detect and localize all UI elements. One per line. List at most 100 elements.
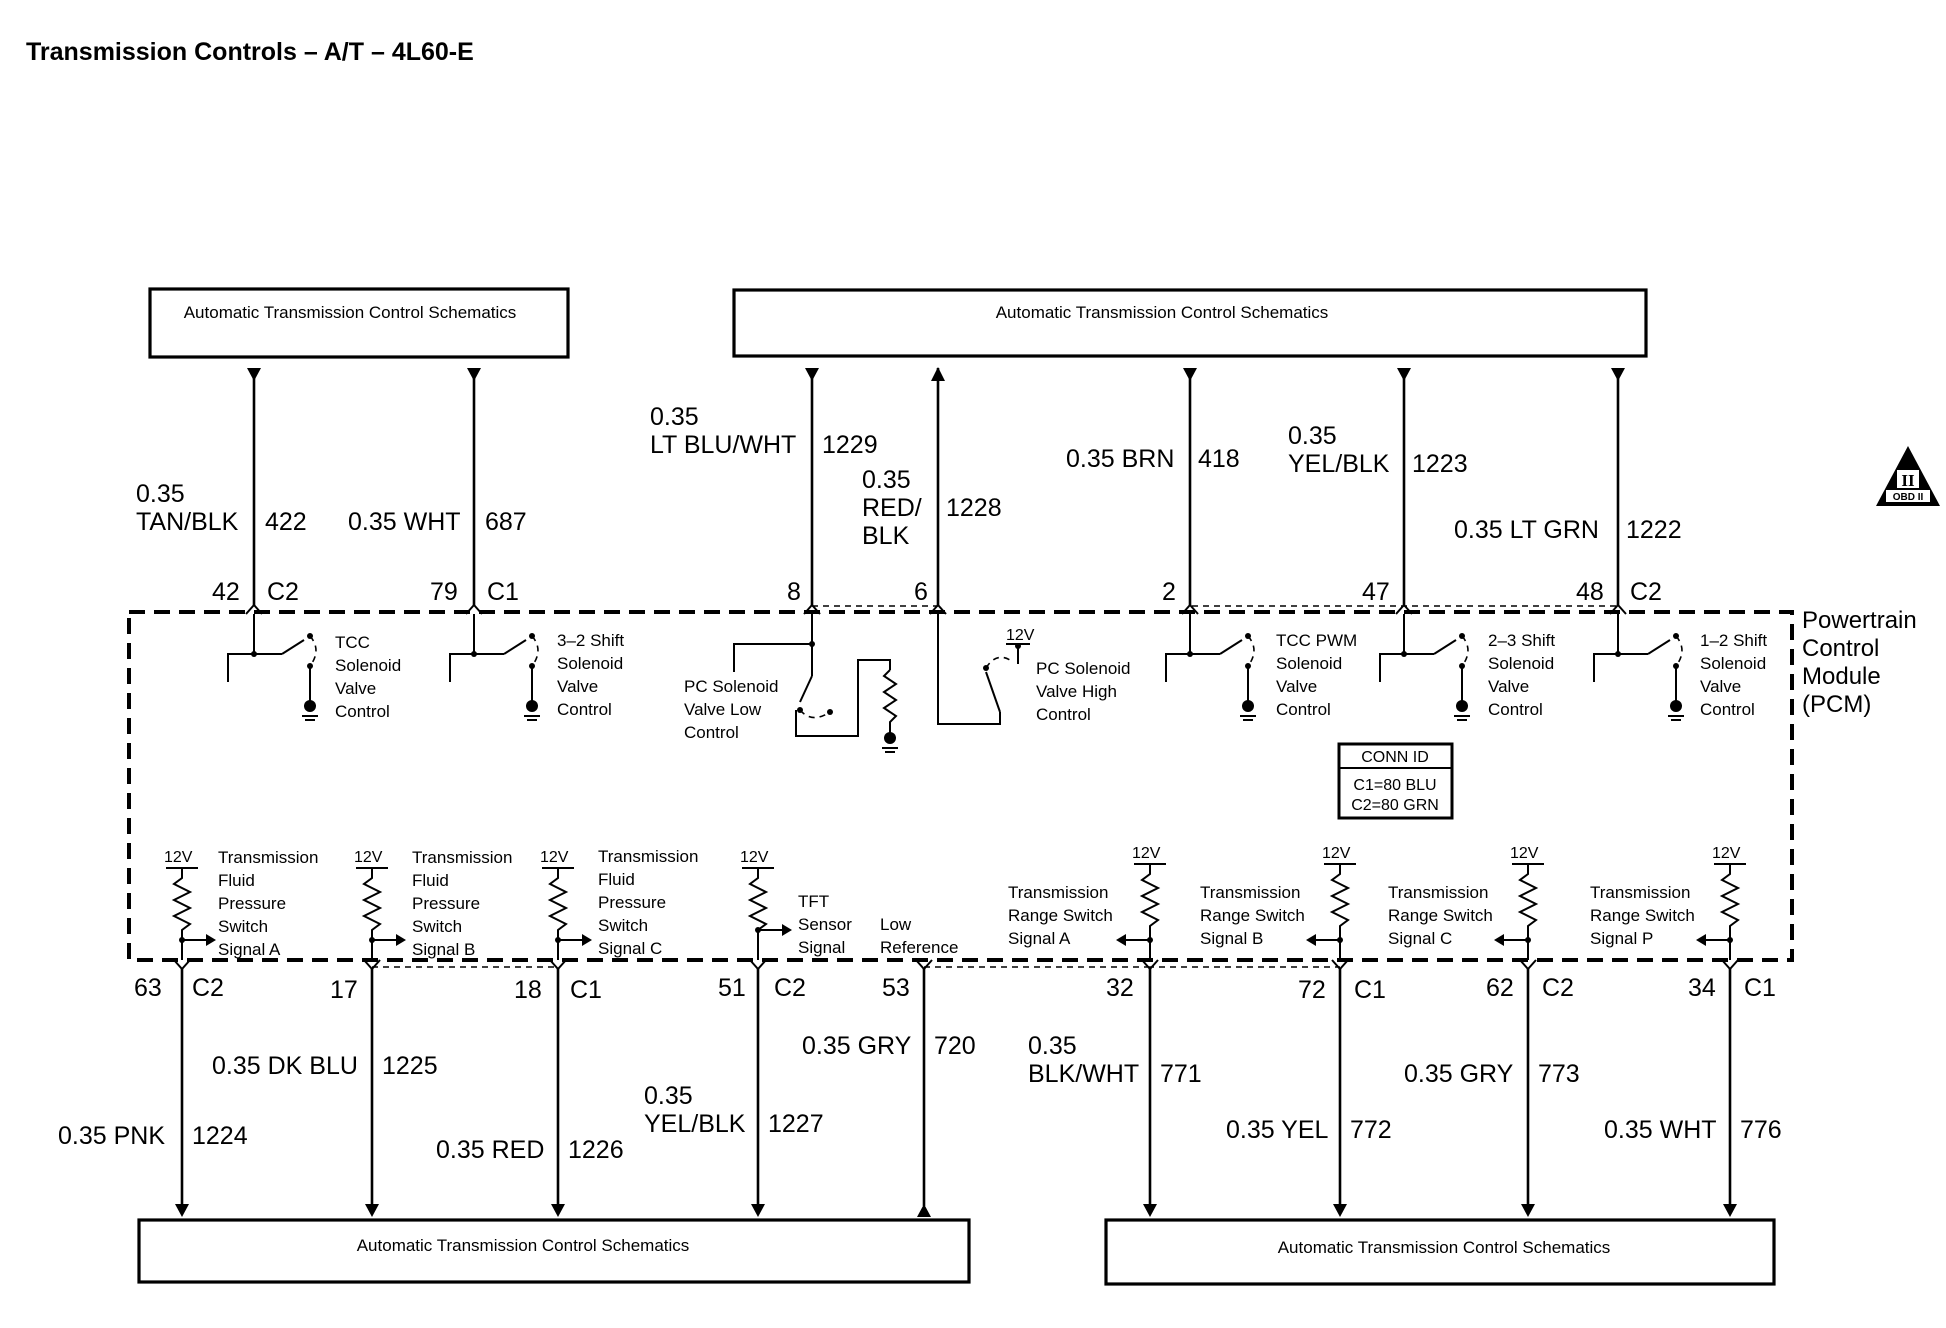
wire-label: 0.35 WHT xyxy=(1604,1116,1717,1144)
wire-720: 53 0.35 GRY 720 xyxy=(802,959,976,1217)
wire-776: 34 C1 0.35 WHT 776 xyxy=(1604,959,1782,1217)
svg-text:Signal C: Signal C xyxy=(598,939,662,958)
svg-text:Control: Control xyxy=(1700,700,1755,719)
svg-text:Control: Control xyxy=(1802,635,1879,662)
wire-label: 0.35 YEL xyxy=(1226,1116,1329,1144)
bottom-left-box-label: Automatic Transmission Control Schematic… xyxy=(357,1236,690,1255)
wire-circuit: 776 xyxy=(1740,1116,1782,1144)
wire-1224: 63 C2 0.35 PNK 1224 xyxy=(58,959,248,1217)
svg-text:Fluid: Fluid xyxy=(218,871,255,890)
svg-text:Sensor: Sensor xyxy=(798,915,852,934)
top-components: TCC Solenoid Valve Control 3–2 Shift Sol… xyxy=(227,614,1767,753)
wire-1229: 0.35 LT BLU/WHT 1229 8 xyxy=(650,368,878,615)
wire-circuit: 1227 xyxy=(768,1110,824,1138)
svg-text:Control: Control xyxy=(1276,700,1331,719)
svg-text:Fluid: Fluid xyxy=(412,871,449,890)
svg-text:Solenoid: Solenoid xyxy=(1276,654,1342,673)
svg-text:Control: Control xyxy=(684,723,739,742)
pin-number: 32 xyxy=(1106,974,1134,1002)
connector-id: C1 xyxy=(1744,974,1776,1002)
1-2-shift-solenoid-driver-switch-icon: 1–2 Shift Solenoid Valve Control xyxy=(1593,614,1767,721)
tft-sensor-pullup-icon: 12V TFT Sensor Signal xyxy=(740,849,852,960)
trs-signal-c-pullup-icon: 12V Transmission Range Switch Signal C xyxy=(1388,845,1544,960)
pin-number: 42 xyxy=(212,578,240,606)
svg-text:12V: 12V xyxy=(354,849,383,866)
svg-text:(PCM): (PCM) xyxy=(1802,691,1871,718)
wire-size: 0.35 WHT xyxy=(348,508,461,536)
wire-circuit: 422 xyxy=(265,508,307,536)
wire-circuit: 1224 xyxy=(192,1122,248,1150)
pcm-boundary xyxy=(127,610,1794,962)
wire-size: 0.35 xyxy=(650,403,699,431)
wire-circuit: 418 xyxy=(1198,445,1240,473)
svg-text:Signal A: Signal A xyxy=(1008,929,1071,948)
svg-text:Signal C: Signal C xyxy=(1388,929,1452,948)
svg-text:12V: 12V xyxy=(1712,845,1741,862)
pin-number: 8 xyxy=(787,578,801,606)
wire-label: 0.35 xyxy=(1028,1032,1077,1060)
wire-color: YEL/BLK xyxy=(1288,450,1390,478)
wire-1228: 0.35 RED/ BLK 1228 6 xyxy=(862,367,1002,615)
svg-text:12V: 12V xyxy=(1322,845,1351,862)
pin-number: 2 xyxy=(1162,578,1176,606)
svg-text:Transmission: Transmission xyxy=(218,848,318,867)
wire-circuit: 772 xyxy=(1350,1116,1392,1144)
svg-text:Range Switch: Range Switch xyxy=(1388,906,1493,925)
pin-number: 17 xyxy=(330,976,358,1004)
svg-text:2–3 Shift: 2–3 Shift xyxy=(1488,631,1555,650)
svg-text:12V: 12V xyxy=(740,849,769,866)
connector-id: C2 xyxy=(192,974,224,1002)
svg-text:Range Switch: Range Switch xyxy=(1590,906,1695,925)
wire-label-2: YEL/BLK xyxy=(644,1110,746,1138)
wire-771: 32 0.35 BLK/WHT 771 xyxy=(1028,959,1202,1217)
svg-text:Transmission: Transmission xyxy=(1388,883,1488,902)
connector-id: C2 xyxy=(774,974,806,1002)
svg-text:12V: 12V xyxy=(1510,845,1539,862)
svg-text:Pressure: Pressure xyxy=(412,894,480,913)
svg-text:II: II xyxy=(1901,471,1915,490)
svg-text:Solenoid: Solenoid xyxy=(335,656,401,675)
wire-687: 0.35 WHT 687 79 C1 xyxy=(348,368,527,615)
svg-text:Control: Control xyxy=(1036,705,1091,724)
svg-text:Transmission: Transmission xyxy=(598,847,698,866)
svg-text:TCC: TCC xyxy=(335,633,370,652)
wire-circuit: 1229 xyxy=(822,431,878,459)
wire-label: 0.35 PNK xyxy=(58,1122,165,1150)
wire-color: RED/ xyxy=(862,494,922,522)
svg-text:Signal P: Signal P xyxy=(1590,929,1653,948)
tcc-solenoid-driver-switch-icon: TCC Solenoid Valve Control xyxy=(227,614,401,721)
svg-text:Fluid: Fluid xyxy=(598,870,635,889)
svg-text:Valve High: Valve High xyxy=(1036,682,1117,701)
top-right-box-label: Automatic Transmission Control Schematic… xyxy=(996,303,1329,322)
wire-label: 0.35 GRY xyxy=(1404,1060,1514,1088)
wire-label: 0.35 xyxy=(644,1082,693,1110)
supply-12v-label: 12V xyxy=(1006,627,1035,644)
svg-text:CONN ID: CONN ID xyxy=(1361,749,1429,766)
wire-422: 0.35 TAN/BLK 422 42 C2 xyxy=(136,368,307,615)
wire-1223: 0.35 YEL/BLK 1223 47 xyxy=(1288,368,1468,615)
svg-text:Valve: Valve xyxy=(557,677,598,696)
svg-text:Transmission: Transmission xyxy=(1008,883,1108,902)
svg-text:Control: Control xyxy=(1488,700,1543,719)
svg-text:Reference: Reference xyxy=(880,938,958,957)
top-right-schematic-box: Automatic Transmission Control Schematic… xyxy=(732,288,1648,358)
svg-text:PC Solenoid: PC Solenoid xyxy=(684,677,779,696)
connector-id: C1 xyxy=(570,976,602,1004)
wire-label: 0.35 DK BLU xyxy=(212,1052,358,1080)
svg-text:Low: Low xyxy=(880,915,912,934)
wire-1225: 17 0.35 DK BLU 1225 xyxy=(212,959,438,1217)
wire-772: 72 C1 0.35 YEL 772 xyxy=(1226,959,1392,1217)
wire-label: 0.35 GRY xyxy=(802,1032,912,1060)
wire-color: TAN/BLK xyxy=(136,508,239,536)
svg-text:Solenoid: Solenoid xyxy=(557,654,623,673)
pin-number: 62 xyxy=(1486,974,1514,1002)
svg-text:3–2 Shift: 3–2 Shift xyxy=(557,631,624,650)
bottom-wires: 63 C2 0.35 PNK 1224 17 0.35 DK BLU 1225 … xyxy=(58,959,1782,1217)
pin-number: 47 xyxy=(1362,578,1390,606)
pc-solenoid-high-driver-icon: 12V PC Solenoid Valve High Control xyxy=(937,614,1131,725)
trs-signal-a-pullup-icon: 12V Transmission Range Switch Signal A xyxy=(1008,845,1166,960)
svg-text:Range Switch: Range Switch xyxy=(1200,906,1305,925)
3-2-shift-solenoid-driver-switch-icon: 3–2 Shift Solenoid Valve Control xyxy=(449,614,624,721)
pin-number: 48 xyxy=(1576,578,1604,606)
